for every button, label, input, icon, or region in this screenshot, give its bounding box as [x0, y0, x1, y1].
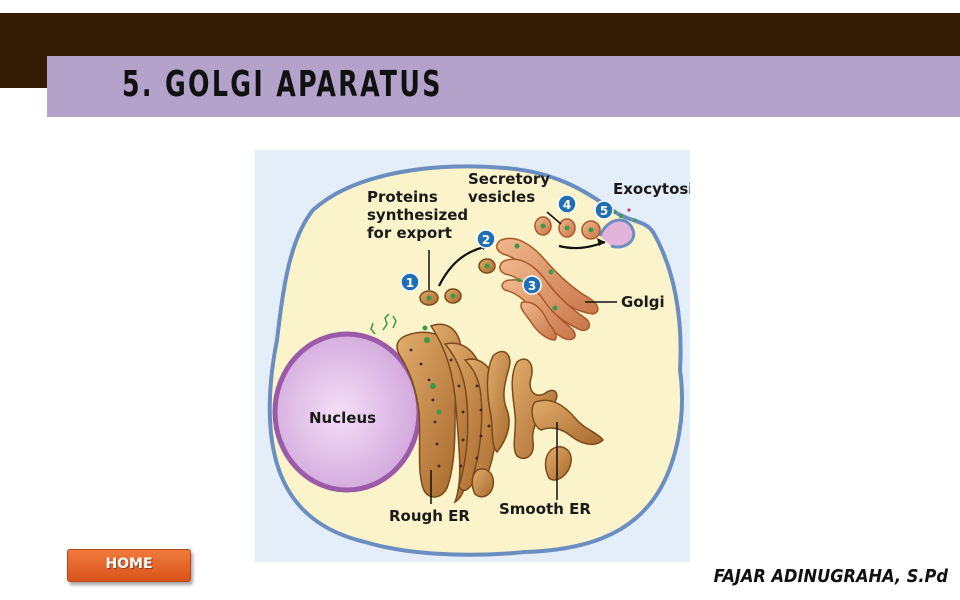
- step-badge-4: 4: [557, 194, 577, 214]
- label-proteins-line2: synthesized: [367, 206, 468, 224]
- ribosome-dots: [409, 348, 491, 468]
- title-bar: 5. GOLGI APARATUS: [47, 56, 960, 117]
- label-golgi: Golgi: [621, 293, 665, 311]
- label-nucleus: Nucleus: [309, 409, 376, 427]
- svg-text:1: 1: [406, 276, 414, 290]
- home-button[interactable]: HOME: [67, 549, 191, 582]
- smooth-er: [471, 350, 604, 498]
- step-badge-2: 2: [476, 229, 496, 249]
- secreted-protein: [633, 218, 637, 222]
- polypeptide: [370, 322, 376, 335]
- secreted-protein: [613, 210, 617, 214]
- slide-title: 5. GOLGI APARATUS: [122, 64, 443, 105]
- label-smooth-er: Smooth ER: [499, 500, 591, 518]
- label-rough-er: Rough ER: [389, 507, 470, 525]
- svg-text:2: 2: [482, 233, 490, 247]
- svg-text:4: 4: [563, 198, 571, 212]
- label-exocytosis: Exocytosis: [613, 180, 690, 198]
- svg-text:5: 5: [600, 204, 608, 218]
- label-secretory-line1: Secretory: [468, 170, 550, 188]
- golgi-stack: [496, 237, 599, 341]
- label-proteins-line1: Proteins: [367, 188, 438, 206]
- polypeptide: [392, 315, 397, 329]
- label-secretory-line2: vesicles: [468, 188, 535, 206]
- secreted-protein: [619, 214, 623, 218]
- step-badge-3: 3: [522, 275, 542, 295]
- er-proteins: [422, 325, 442, 415]
- author-name: FAJAR ADINUGRAHA, S.Pd: [713, 566, 948, 587]
- polypeptide: [382, 313, 390, 331]
- svg-text:3: 3: [528, 279, 536, 293]
- leader-lines: [428, 211, 617, 504]
- step-badge-1: 1: [400, 272, 420, 292]
- secreted-protein: [627, 208, 631, 212]
- label-proteins-line3: for export: [367, 224, 452, 242]
- step-badge-5: 5: [594, 200, 614, 220]
- arrowhead: [597, 238, 605, 246]
- exocytosis-pocket: [598, 218, 636, 249]
- rough-er: [396, 323, 498, 504]
- golgi-diagram: 1 2 3 4 5 Proteins synthesized for expor…: [255, 150, 690, 562]
